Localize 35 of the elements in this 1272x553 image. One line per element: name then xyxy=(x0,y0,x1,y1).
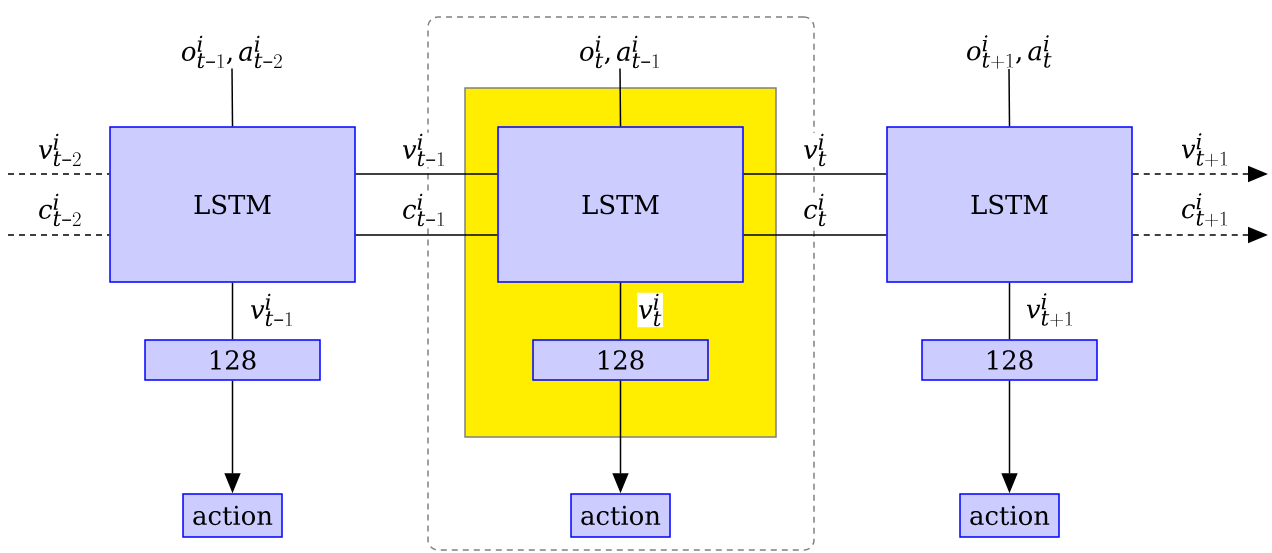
connector-line xyxy=(355,234,498,236)
connector-line xyxy=(7,173,110,175)
layer-box: 128 xyxy=(921,339,1098,381)
lstm-box: LSTM xyxy=(109,126,356,283)
connector-line xyxy=(619,67,622,127)
edge-label: $v^i_{t-2}$ xyxy=(36,132,84,168)
input-label: $o^i_{t}, a^i_{t-1}$ xyxy=(580,35,659,69)
connector-line xyxy=(231,67,234,127)
edge-label: $v^i_{t-1}$ xyxy=(248,292,296,328)
connector-line xyxy=(619,282,622,340)
connector-line xyxy=(743,173,887,175)
connector-line xyxy=(7,234,110,236)
input-label: $o^i_{t-1}, a^i_{t-2}$ xyxy=(181,35,282,69)
layer-box: 128 xyxy=(532,339,709,381)
action-box: action xyxy=(182,493,283,538)
edge-label: $v^i_{t}$ xyxy=(637,292,663,328)
connector-line xyxy=(1008,68,1011,127)
action-box: action xyxy=(959,493,1060,538)
action-box: action xyxy=(570,493,671,538)
edge-label: $v^i_{t+1}$ xyxy=(1024,292,1076,328)
edge-label: $c^i_{t-1}$ xyxy=(401,192,447,228)
edge-label: $c^i_{t-2}$ xyxy=(37,192,83,228)
edge-label: $c^i_{t}$ xyxy=(802,192,828,228)
lstm-box: LSTM xyxy=(886,126,1133,283)
connector-line xyxy=(355,173,498,175)
input-label: $o^i_{t+1}, a^i_{t}$ xyxy=(967,35,1052,69)
edge-label: $v^i_{t+1}$ xyxy=(1179,132,1231,168)
layer-box: 128 xyxy=(144,339,321,381)
lstm-box: LSTM xyxy=(497,126,744,283)
edge-label: $v^i_{t}$ xyxy=(802,132,828,168)
connector-line xyxy=(231,282,234,340)
edge-label: $v^i_{t-1}$ xyxy=(400,132,448,168)
connector-line xyxy=(1008,282,1011,340)
connector-line xyxy=(743,234,887,236)
edge-label: $c^i_{t+1}$ xyxy=(1180,192,1230,228)
